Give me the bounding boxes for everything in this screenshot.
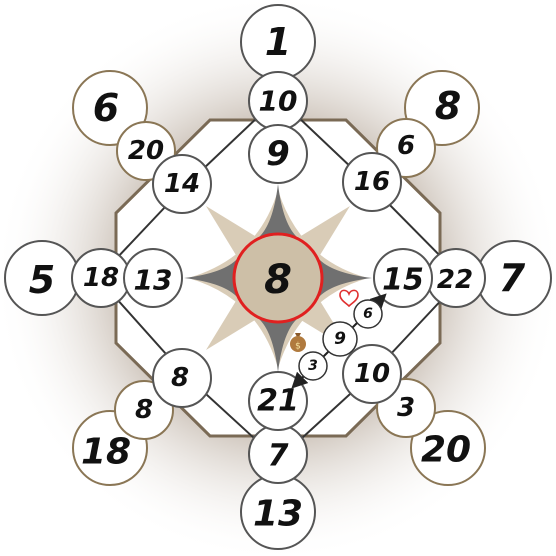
path-token-first-value: 6 (363, 306, 373, 322)
outer-cell-southeast[interactable] (410, 410, 486, 486)
spike-south (258, 318, 298, 372)
middle-value-northwest: 20 (128, 136, 164, 166)
middle-value-north: 10 (259, 85, 298, 118)
path-token-second[interactable] (322, 321, 358, 357)
outer-value-northeast: 8 (435, 84, 461, 128)
inner-value-southeast: 10 (354, 359, 390, 389)
outer-value-north: 1 (265, 20, 291, 64)
middle-value-southwest: 8 (135, 395, 153, 425)
inner-cell-southwest[interactable] (152, 348, 212, 408)
outer-value-southwest: 18 (81, 432, 131, 473)
center-value: 8 (264, 257, 292, 303)
middle-value-northeast: 6 (397, 131, 415, 161)
middle-value-west: 18 (83, 263, 119, 293)
outer-ring: 1 8 7 20 13 18 5 6 (4, 4, 552, 550)
inner-cell-north[interactable] (248, 124, 308, 184)
inner-cell-northeast[interactable] (342, 152, 402, 212)
inner-value-west: 13 (134, 264, 173, 297)
inner-value-southwest: 8 (171, 363, 189, 393)
path-token-first[interactable] (353, 299, 383, 329)
inner-value-northwest: 14 (164, 169, 200, 199)
path-token-third[interactable] (298, 351, 328, 381)
middle-value-east: 22 (437, 265, 473, 295)
outer-value-east: 7 (499, 256, 526, 300)
inner-value-south: 21 (257, 384, 299, 419)
spike-west (184, 258, 238, 298)
spike-east (318, 258, 372, 298)
movement-path: 6 9 3 (291, 293, 387, 389)
path-token-third-value: 3 (308, 358, 318, 374)
middle-value-south: 7 (268, 439, 289, 474)
spike-north (258, 184, 298, 238)
inner-value-north: 9 (266, 134, 290, 174)
center-cell[interactable] (232, 232, 324, 324)
money-bag-symbol: $ (295, 342, 301, 352)
inner-value-east: 15 (382, 263, 424, 298)
outer-value-west: 5 (29, 258, 55, 302)
outer-cell-northwest[interactable] (72, 70, 148, 146)
money-bag-icon: $ (290, 333, 306, 352)
middle-value-southeast: 3 (397, 393, 415, 423)
inner-cell-east[interactable] (373, 248, 433, 308)
inner-cell-southeast[interactable] (342, 344, 402, 404)
outer-value-northwest: 6 (93, 86, 119, 130)
inner-cell-northwest[interactable] (152, 154, 212, 214)
inner-value-northeast: 16 (354, 167, 390, 197)
outer-value-southeast: 20 (421, 430, 471, 471)
inner-cell-west[interactable] (123, 248, 183, 308)
inner-ring: 9 16 15 10 21 8 13 14 (123, 124, 433, 431)
outer-value-south: 13 (253, 494, 303, 535)
path-token-second-value: 9 (334, 329, 346, 349)
heart-icon (339, 289, 359, 308)
